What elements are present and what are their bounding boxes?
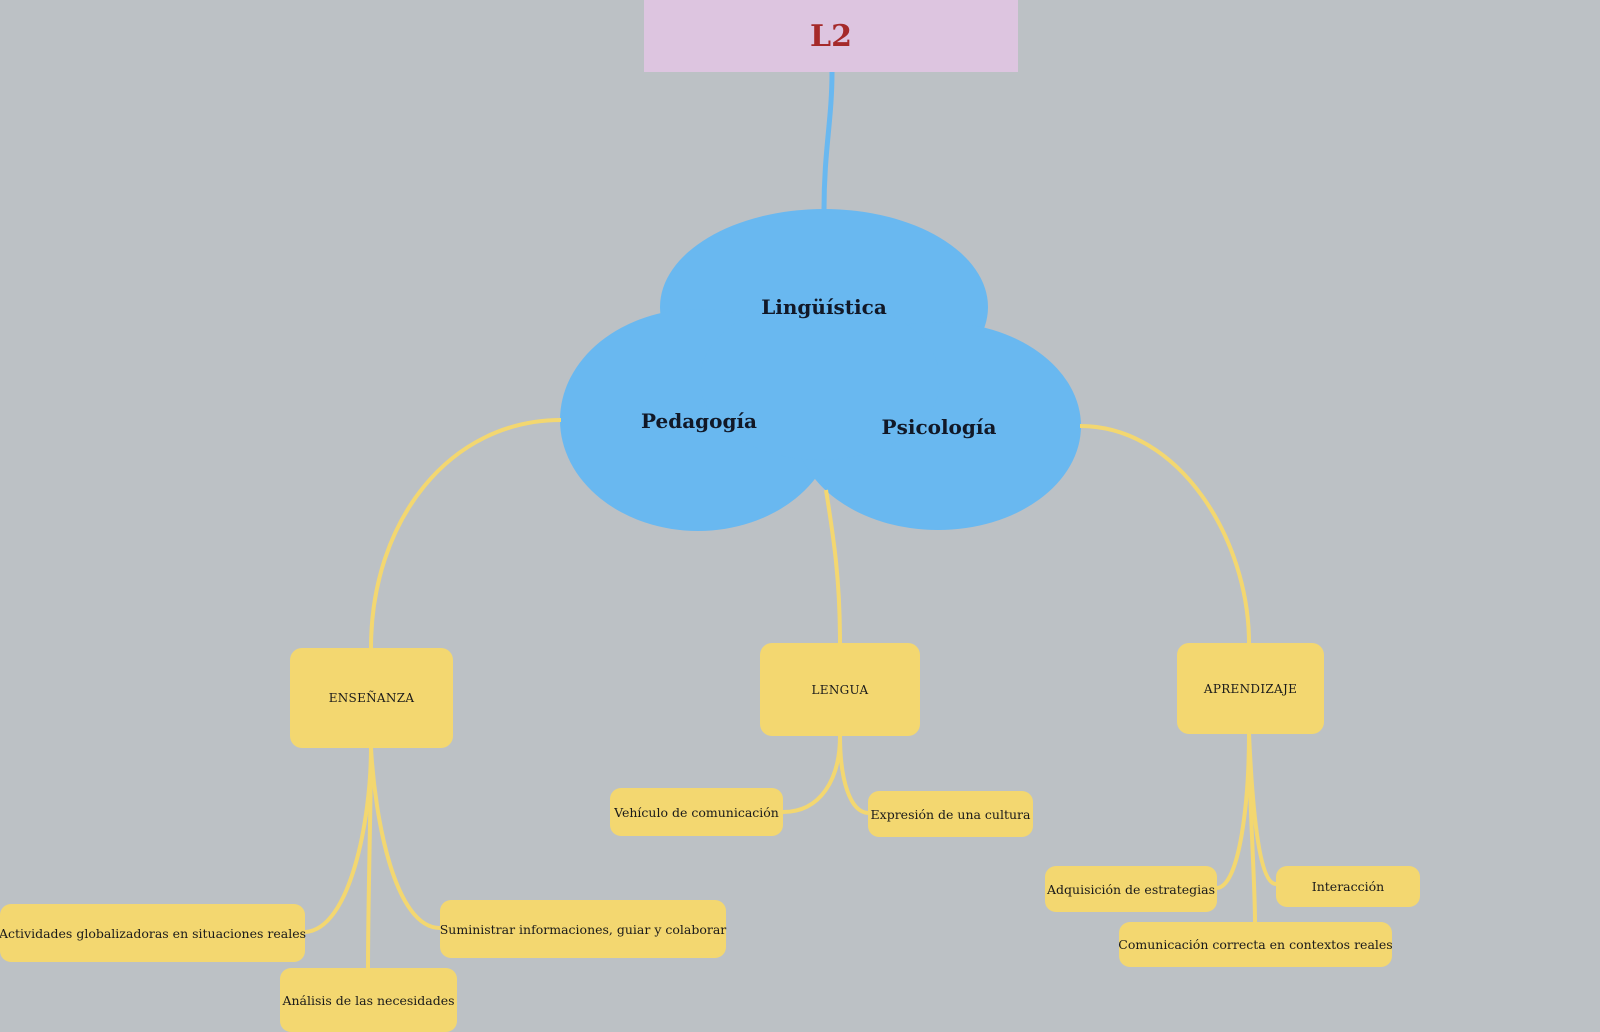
leaf-interaccion-label: Interacción xyxy=(1311,879,1385,894)
leaf-comunicacion-label: Comunicación correcta en contextos reale… xyxy=(1118,937,1393,952)
leaf-expresion-label: Expresión de una cultura xyxy=(870,806,1031,822)
leaf-analisis-label: Análisis de las necesidades xyxy=(282,992,455,1008)
root-node[interactable]: L2 xyxy=(644,0,1018,72)
connector-actividades xyxy=(304,747,373,934)
connector-aprendizaje xyxy=(1079,424,1251,644)
node-aprendizaje[interactable]: APRENDIZAJE xyxy=(1177,643,1324,734)
cloud-label-pedagogia: Pedagogía xyxy=(640,409,758,433)
connector-suministrar xyxy=(369,747,441,930)
leaf-actividades[interactable]: Actividades globalizadoras en situacione… xyxy=(0,904,307,962)
connector-lengua xyxy=(824,489,842,644)
connector-comunicacion xyxy=(1247,733,1257,923)
leaf-expresion[interactable]: Expresión de una cultura xyxy=(868,791,1033,837)
connector-adquisicion xyxy=(1216,733,1251,890)
leaf-actividades-label: Actividades globalizadoras en situacione… xyxy=(0,925,307,941)
connector-ensenanza xyxy=(369,418,562,649)
node-ensenanza[interactable]: ENSEÑANZA xyxy=(290,648,453,748)
center-cloud xyxy=(560,209,1081,531)
leaf-vehiculo[interactable]: Vehículo de comunicación xyxy=(610,788,783,836)
leaf-interaccion[interactable]: Interacción xyxy=(1276,866,1420,907)
leaf-suministrar-label: Suministrar informaciones, guiar y colab… xyxy=(439,921,727,937)
node-lengua-label: LENGUA xyxy=(811,682,869,697)
leaf-adquisicion[interactable]: Adquisición de estrategias xyxy=(1045,866,1217,912)
node-lengua[interactable]: LENGUA xyxy=(760,643,920,736)
leaf-comunicacion[interactable]: Comunicación correcta en contextos reale… xyxy=(1118,922,1393,967)
cloud-label-linguistica: Lingüística xyxy=(761,295,887,319)
node-aprendizaje-label: APRENDIZAJE xyxy=(1203,681,1298,696)
leaf-analisis[interactable]: Análisis de las necesidades xyxy=(280,968,457,1032)
leaf-adquisicion-label: Adquisición de estrategias xyxy=(1047,881,1215,897)
root-connector xyxy=(821,71,835,211)
connector-vehiculo xyxy=(782,735,842,814)
node-ensenanza-label: ENSEÑANZA xyxy=(328,691,415,705)
cloud-label-psicologia: Psicología xyxy=(881,415,997,439)
root-title: L2 xyxy=(810,18,852,54)
leaf-suministrar[interactable]: Suministrar informaciones, guiar y colab… xyxy=(440,900,726,958)
connector-expresion xyxy=(838,735,869,815)
leaf-vehiculo-label: Vehículo de comunicación xyxy=(614,804,779,820)
